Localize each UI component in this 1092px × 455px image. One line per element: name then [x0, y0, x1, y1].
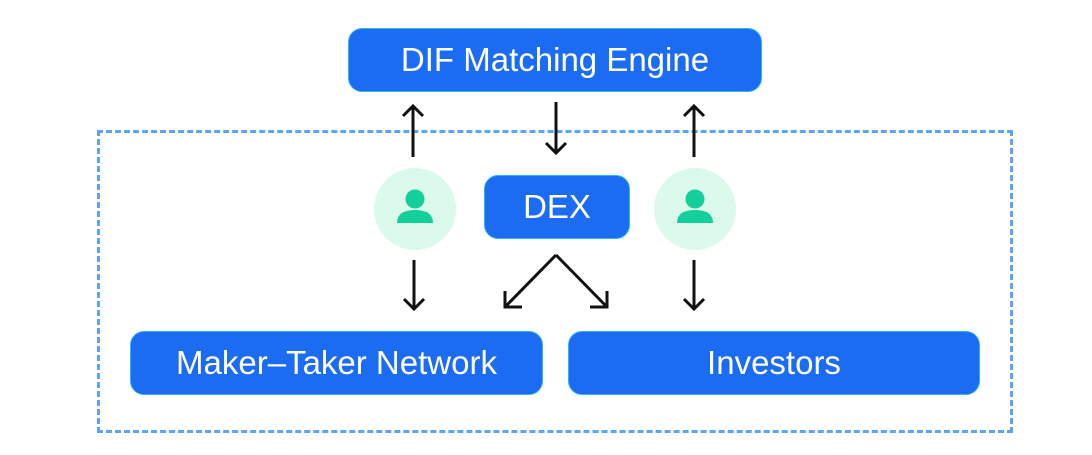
arrow-up-right-user-to-engine [682, 103, 706, 157]
user-icon [677, 189, 713, 223]
dif-matching-engine-label: DIF Matching Engine [400, 41, 710, 78]
dif-matching-engine-node: DIF Matching Engine [348, 28, 762, 92]
investors-label: Investors [707, 344, 841, 381]
arrow-up-left-user-to-engine [401, 103, 425, 157]
dex-node: DEX [484, 175, 630, 239]
arrow-dex-to-maker-taker [503, 253, 558, 309]
arrow-down-right-user-to-investors [682, 260, 706, 312]
arrow-down-left-user-to-maker-taker [402, 260, 426, 312]
dex-label: DEX [523, 188, 591, 225]
user-icon [397, 189, 433, 223]
arrow-dex-to-investors [554, 253, 609, 309]
investors-node: Investors [568, 331, 980, 395]
arrow-down-engine-to-dex [544, 102, 568, 156]
maker-taker-network-node: Maker–Taker Network [130, 331, 543, 395]
maker-taker-network-label: Maker–Taker Network [176, 344, 497, 381]
user-avatar-left [374, 168, 456, 250]
user-avatar-right [654, 168, 736, 250]
